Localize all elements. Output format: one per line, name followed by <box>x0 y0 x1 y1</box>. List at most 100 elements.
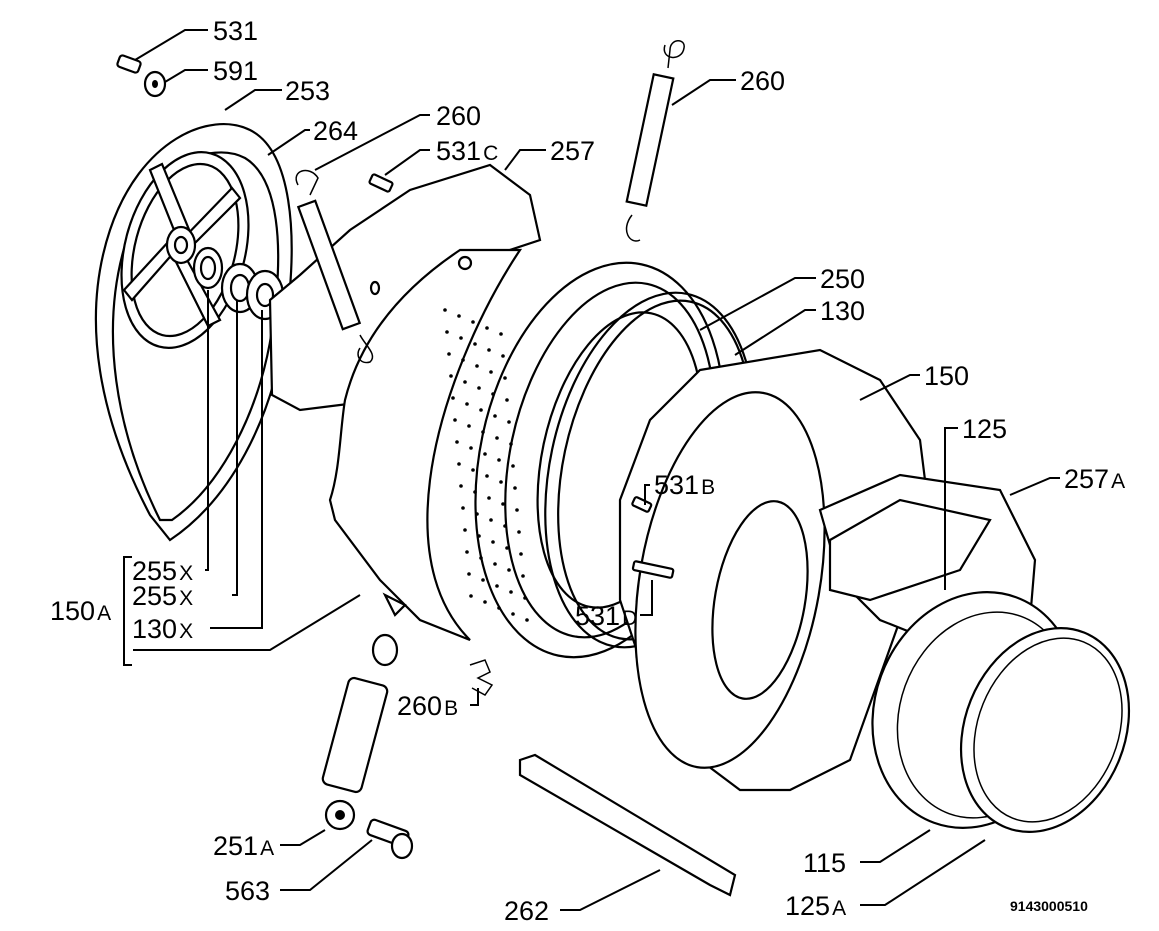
drum-hole <box>487 348 491 352</box>
drum-hole <box>473 490 477 494</box>
label-260b: 260B <box>397 691 458 721</box>
drum-hole <box>467 572 471 576</box>
drum-hole <box>519 552 523 556</box>
drum-hole <box>461 358 465 362</box>
drum-hole <box>499 480 503 484</box>
diagram-code: 9143000510 <box>1010 898 1088 914</box>
screw-washer-drawing <box>116 54 167 98</box>
label-255x-2: 255X <box>132 581 193 611</box>
drum-hole <box>481 430 485 434</box>
drum-hole <box>509 442 513 446</box>
drum-hole <box>459 484 463 488</box>
label-125a: 125A <box>785 891 846 921</box>
drum-hole <box>461 506 465 510</box>
drum-hole <box>505 546 509 550</box>
label-260-right: 260 <box>740 66 785 96</box>
drum-hole <box>475 512 479 516</box>
drum-hole <box>491 540 495 544</box>
label-250: 250 <box>820 264 865 294</box>
drum-hole <box>455 440 459 444</box>
shock-absorber-drawing <box>321 633 399 831</box>
drum-hole <box>507 420 511 424</box>
drum-hole <box>447 352 451 356</box>
drum-hole <box>483 452 487 456</box>
drum-hole <box>505 398 509 402</box>
drum-hole <box>477 534 481 538</box>
label-150: 150 <box>924 361 969 391</box>
label-257: 257 <box>550 136 595 166</box>
clip-drawing <box>469 659 494 696</box>
part-labels: 531 591 253 264 260 531C 257 260 250 130… <box>50 16 1125 926</box>
drum-hole <box>485 326 489 330</box>
label-262: 262 <box>504 896 549 926</box>
drum-hole <box>489 370 493 374</box>
drum-hole <box>471 468 475 472</box>
drum-hole <box>453 418 457 422</box>
drum-hole <box>497 606 501 610</box>
drum-hole <box>487 496 491 500</box>
drum-hole <box>443 308 447 312</box>
screws-small-drawing <box>368 173 675 579</box>
label-253: 253 <box>285 76 330 106</box>
label-257a: 257A <box>1064 464 1125 494</box>
rear-tub-drawing <box>268 163 542 642</box>
drum-hole <box>515 508 519 512</box>
label-115: 115 <box>803 848 846 878</box>
drum-hole <box>473 342 477 346</box>
drum-hole <box>469 594 473 598</box>
label-130x: 130X <box>132 614 193 644</box>
drum-hole <box>511 464 515 468</box>
label-531: 531 <box>213 16 258 46</box>
drum-hole <box>509 590 513 594</box>
label-531c: 531C <box>436 136 498 166</box>
drum-hole <box>493 562 497 566</box>
drum-hole <box>451 396 455 400</box>
drum-hole <box>463 380 467 384</box>
drum-hole <box>507 568 511 572</box>
drum-hole <box>457 314 461 318</box>
label-130: 130 <box>820 296 865 326</box>
drum-hole <box>517 530 521 534</box>
label-563: 563 <box>225 876 270 906</box>
front-tub-drawing <box>618 348 932 792</box>
drum-hole <box>457 462 461 466</box>
drum-hole <box>521 574 525 578</box>
drum-hole <box>465 550 469 554</box>
spring-left-drawing <box>295 169 374 364</box>
drum-hole <box>489 518 493 522</box>
drum-hole <box>525 618 529 622</box>
drum-hole <box>445 330 449 334</box>
drum-hole <box>523 596 527 600</box>
drum-hole <box>501 502 505 506</box>
drum-hole <box>503 376 507 380</box>
drum-hole <box>481 578 485 582</box>
drum-hole <box>495 436 499 440</box>
drum-hole <box>511 612 515 616</box>
drum-hole <box>467 424 471 428</box>
label-125: 125 <box>962 414 1007 444</box>
drum-hole <box>497 458 501 462</box>
drum-hole <box>483 600 487 604</box>
label-264: 264 <box>313 116 358 146</box>
drum-hole <box>463 528 467 532</box>
drum-hole <box>479 556 483 560</box>
bolt-drawing <box>366 818 414 860</box>
group-bracket <box>123 556 132 666</box>
drum-hole <box>495 584 499 588</box>
label-531b: 531B <box>654 470 715 500</box>
label-255x-1: 255X <box>132 556 193 586</box>
drum-hole <box>471 320 475 324</box>
drum-hole <box>475 364 479 368</box>
drum-hole <box>513 486 517 490</box>
door-seal-drawing <box>871 591 1131 833</box>
bracket-drawing <box>518 753 737 897</box>
drum-hole <box>501 354 505 358</box>
drum-hole <box>503 524 507 528</box>
drum-hole <box>485 474 489 478</box>
spring-right-drawing <box>625 40 685 242</box>
drum-hole <box>491 392 495 396</box>
drum-hole <box>493 414 497 418</box>
label-260-left: 260 <box>436 101 481 131</box>
label-591: 591 <box>213 56 258 86</box>
